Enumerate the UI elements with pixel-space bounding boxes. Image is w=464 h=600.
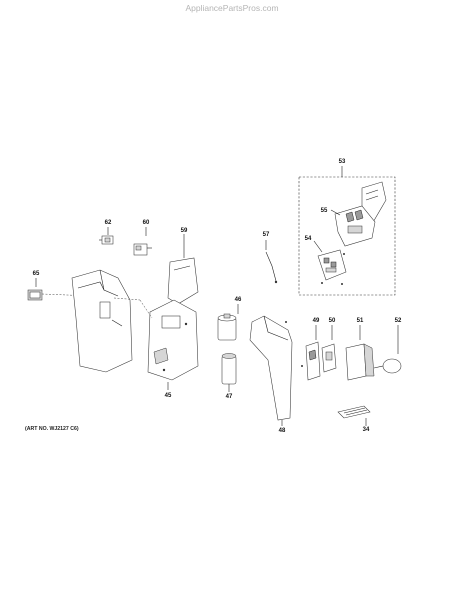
callout-45: 45 bbox=[165, 393, 172, 399]
callout-49: 49 bbox=[313, 318, 320, 324]
callout-59: 59 bbox=[181, 228, 188, 234]
callout-52: 52 bbox=[395, 318, 402, 324]
part-48[interactable] bbox=[249, 315, 293, 426]
callout-46: 46 bbox=[235, 297, 242, 303]
callout-65: 65 bbox=[33, 271, 40, 277]
callout-55: 55 bbox=[321, 208, 328, 214]
callout-54: 54 bbox=[305, 236, 312, 242]
art-number: (ART NO. WJ2127 C6) bbox=[25, 426, 79, 432]
part-45[interactable] bbox=[139, 299, 199, 390]
part-51[interactable] bbox=[345, 325, 375, 381]
part-46[interactable] bbox=[217, 304, 239, 341]
part-50[interactable] bbox=[321, 325, 337, 373]
part-52[interactable] bbox=[373, 325, 402, 374]
part-54[interactable] bbox=[313, 240, 347, 281]
part-34[interactable] bbox=[337, 405, 371, 426]
part-47[interactable] bbox=[221, 353, 237, 393]
part-57-wire[interactable] bbox=[265, 240, 278, 284]
part-59[interactable] bbox=[167, 234, 199, 305]
part-60[interactable] bbox=[133, 227, 152, 256]
watermark: AppliancePartsPros.com bbox=[185, 3, 279, 13]
callout-50: 50 bbox=[329, 318, 336, 324]
callout-51: 51 bbox=[357, 318, 364, 324]
callout-48: 48 bbox=[279, 428, 286, 434]
callout-53: 53 bbox=[339, 159, 346, 165]
part-55[interactable] bbox=[330, 205, 376, 247]
part-49[interactable] bbox=[301, 325, 321, 381]
assembly-53-box bbox=[298, 176, 396, 296]
callout-62: 62 bbox=[105, 220, 112, 226]
part-62[interactable] bbox=[99, 227, 114, 245]
part-65[interactable] bbox=[27, 278, 93, 301]
duct-housing[interactable] bbox=[71, 269, 141, 373]
callout-34: 34 bbox=[363, 427, 370, 433]
part-53-assembly[interactable] bbox=[298, 166, 396, 296]
callout-57: 57 bbox=[263, 232, 270, 238]
callout-47: 47 bbox=[226, 394, 233, 400]
callout-60: 60 bbox=[143, 220, 150, 226]
